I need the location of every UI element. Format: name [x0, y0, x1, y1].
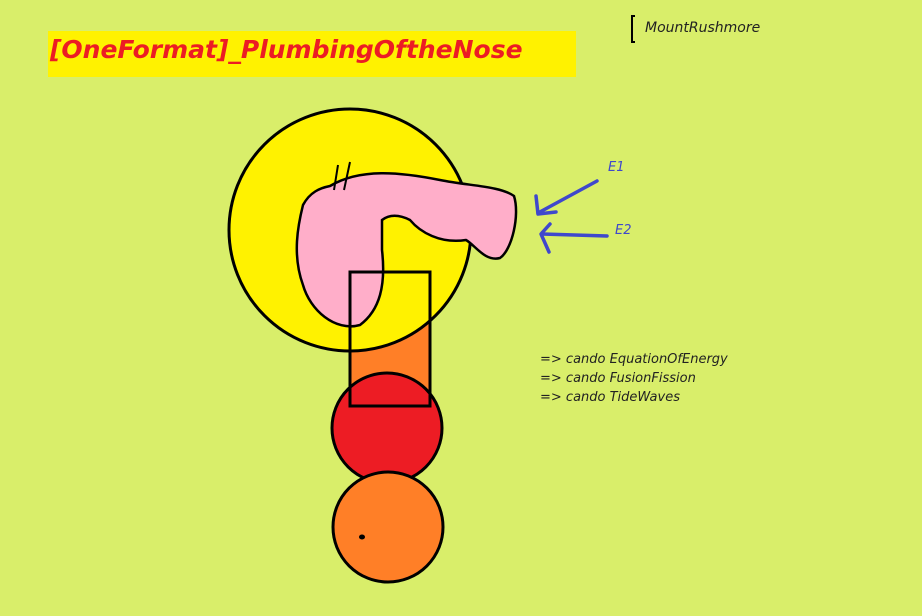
arrow-label-e1: E1 — [608, 160, 625, 175]
arrow-e2-head — [539, 222, 552, 254]
page-title: [OneFormat]_PlumbingOftheNose — [50, 35, 523, 64]
title-highlight — [48, 31, 576, 77]
orange-bottom-circle — [331, 470, 445, 584]
corner-label: MountRushmore — [645, 20, 761, 36]
arrow-e2-shaft — [540, 232, 609, 238]
bracket-icon — [631, 15, 635, 43]
note-line: => cando EquationOfEnergy — [540, 352, 728, 367]
note-line: => cando TideWaves — [540, 390, 680, 405]
arrow-e1-head — [534, 194, 558, 216]
notes-list: => cando EquationOfEnergy => cando Fusio… — [540, 350, 728, 407]
neck-outline-lower — [348, 380, 432, 408]
note-line: => cando FusionFission — [540, 371, 696, 386]
hair-tick-1 — [333, 164, 339, 191]
arrow-label-e2: E2 — [615, 223, 632, 238]
hair-tick-2 — [343, 161, 351, 191]
pink-nose-shape — [295, 172, 518, 328]
arrow-e1-shaft — [536, 179, 599, 215]
dot — [359, 534, 365, 540]
